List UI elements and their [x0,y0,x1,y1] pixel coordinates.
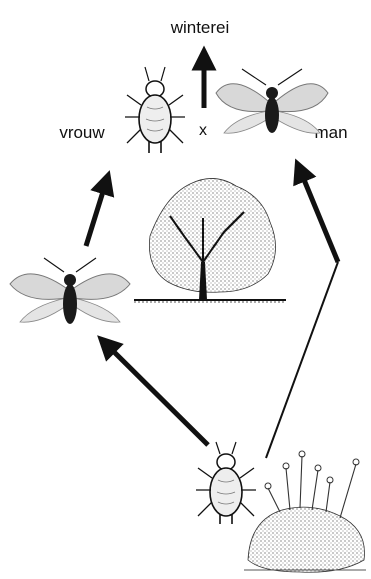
connector-line [266,262,338,458]
wingless-aphid-icon [196,442,256,524]
label-cross: x [199,122,207,139]
wingless-aphid-icon [125,67,185,153]
winged-aphid-icon [216,69,328,133]
tree-icon [134,178,286,302]
arrow-icon [86,182,106,246]
winged-aphid-icon [10,258,130,324]
label-vrouw: vrouw [59,123,105,142]
label-winterei: winterei [170,18,230,37]
arrow-icon [300,170,338,262]
arrow-icon [106,344,208,445]
herb-plant-icon [244,451,366,572]
